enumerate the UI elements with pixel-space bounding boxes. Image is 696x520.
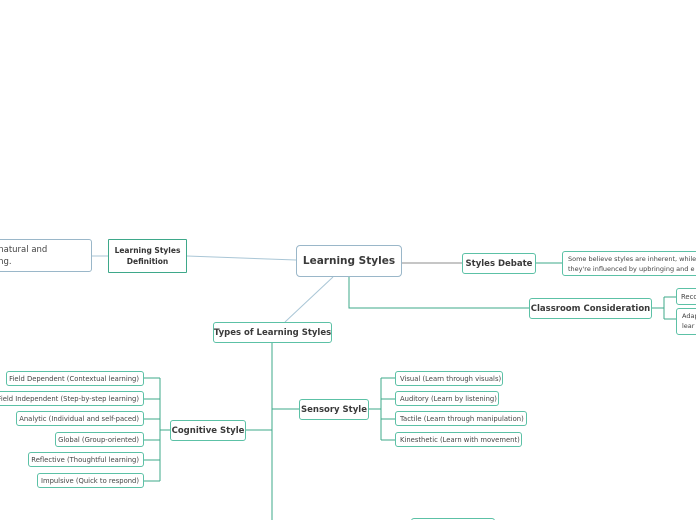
sensory-item-tactile-label: Tactile (Learn through manipulation) [400,414,524,423]
styles-debate-label: Styles Debate [465,258,533,269]
link-classroom-items [652,296,676,320]
definition-text-line2: rning. [0,257,12,267]
offscreen-node[interactable] [411,518,495,520]
classroom-item-2-line2: lear [682,322,695,330]
learning-styles-definition-node[interactable]: Learning Styles Definition [108,239,187,273]
sensory-item-visual-label: Visual (Learn through visuals) [400,374,502,383]
styles-debate-text[interactable]: Some believe styles are inherent, while … [562,251,696,276]
cognitive-item-reflective-label: Reflective (Thoughtful learning) [31,455,139,464]
link-central-definition [186,255,297,261]
cognitive-style-label: Cognitive Style [171,425,245,436]
classroom-item-2-line1: Adap [682,312,696,320]
types-of-learning-styles-node[interactable]: Types of Learning Styles [213,322,332,343]
cognitive-item-impulsive-label: Impulsive (Quick to respond) [40,476,139,485]
sensory-style-node[interactable]: Sensory Style [299,399,369,420]
classroom-item-1[interactable]: Reco [676,288,696,305]
cognitive-item-impulsive[interactable]: Impulsive (Quick to respond) [37,473,144,488]
definition-text-line1: to natural and [0,245,48,255]
cognitive-item-field-dependent[interactable]: Field Dependent (Contextual learning) [6,371,144,386]
classroom-consideration-node[interactable]: Classroom Consideration [529,298,652,319]
cognitive-item-field-independent-label: Field Independent (Step-by-step learning… [0,394,139,403]
classroom-item-1-label: Reco [681,292,696,301]
classroom-consideration-label: Classroom Consideration [530,303,651,314]
cognitive-item-global[interactable]: Global (Group-oriented) [55,432,144,447]
link-cognitive-leaves [144,377,170,482]
classroom-item-2[interactable]: Adap lear [676,308,696,335]
definition-text[interactable]: to natural and rning. [0,239,92,272]
definition-label-line2: Definition [126,257,169,266]
sensory-item-auditory[interactable]: Auditory (Learn by listening) [395,391,499,406]
styles-debate-node[interactable]: Styles Debate [462,253,536,274]
cognitive-item-analytic-label: Analytic (Individual and self-paced) [19,414,139,423]
sensory-item-auditory-label: Auditory (Learn by listening) [400,394,497,403]
debate-text-line1: Some believe styles are inherent, while [568,255,696,263]
cognitive-item-field-independent[interactable]: Field Independent (Step-by-step learning… [0,391,144,406]
cognitive-item-field-dependent-label: Field Dependent (Contextual learning) [9,374,139,383]
sensory-item-visual[interactable]: Visual (Learn through visuals) [395,371,503,386]
cognitive-item-analytic[interactable]: Analytic (Individual and self-paced) [16,411,144,426]
debate-text-line2: they're influenced by upbringing and e [568,265,695,273]
definition-label-line1: Learning Styles [114,246,181,255]
cognitive-item-reflective[interactable]: Reflective (Thoughtful learning) [28,452,144,467]
central-topic-node[interactable]: Learning Styles [296,245,402,277]
link-central-types [284,276,334,323]
link-central-classroom [348,277,529,309]
central-topic-label: Learning Styles [302,255,396,267]
link-sensory-leaves [369,377,395,441]
cognitive-style-node[interactable]: Cognitive Style [170,420,246,441]
sensory-item-kinesthetic[interactable]: Kinesthetic (Learn with movement) [395,432,522,447]
sensory-item-kinesthetic-label: Kinesthetic (Learn with movement) [400,435,520,444]
types-label: Types of Learning Styles [213,327,332,338]
sensory-item-tactile[interactable]: Tactile (Learn through manipulation) [395,411,527,426]
cognitive-item-global-label: Global (Group-oriented) [58,435,139,444]
sensory-style-label: Sensory Style [301,404,367,415]
